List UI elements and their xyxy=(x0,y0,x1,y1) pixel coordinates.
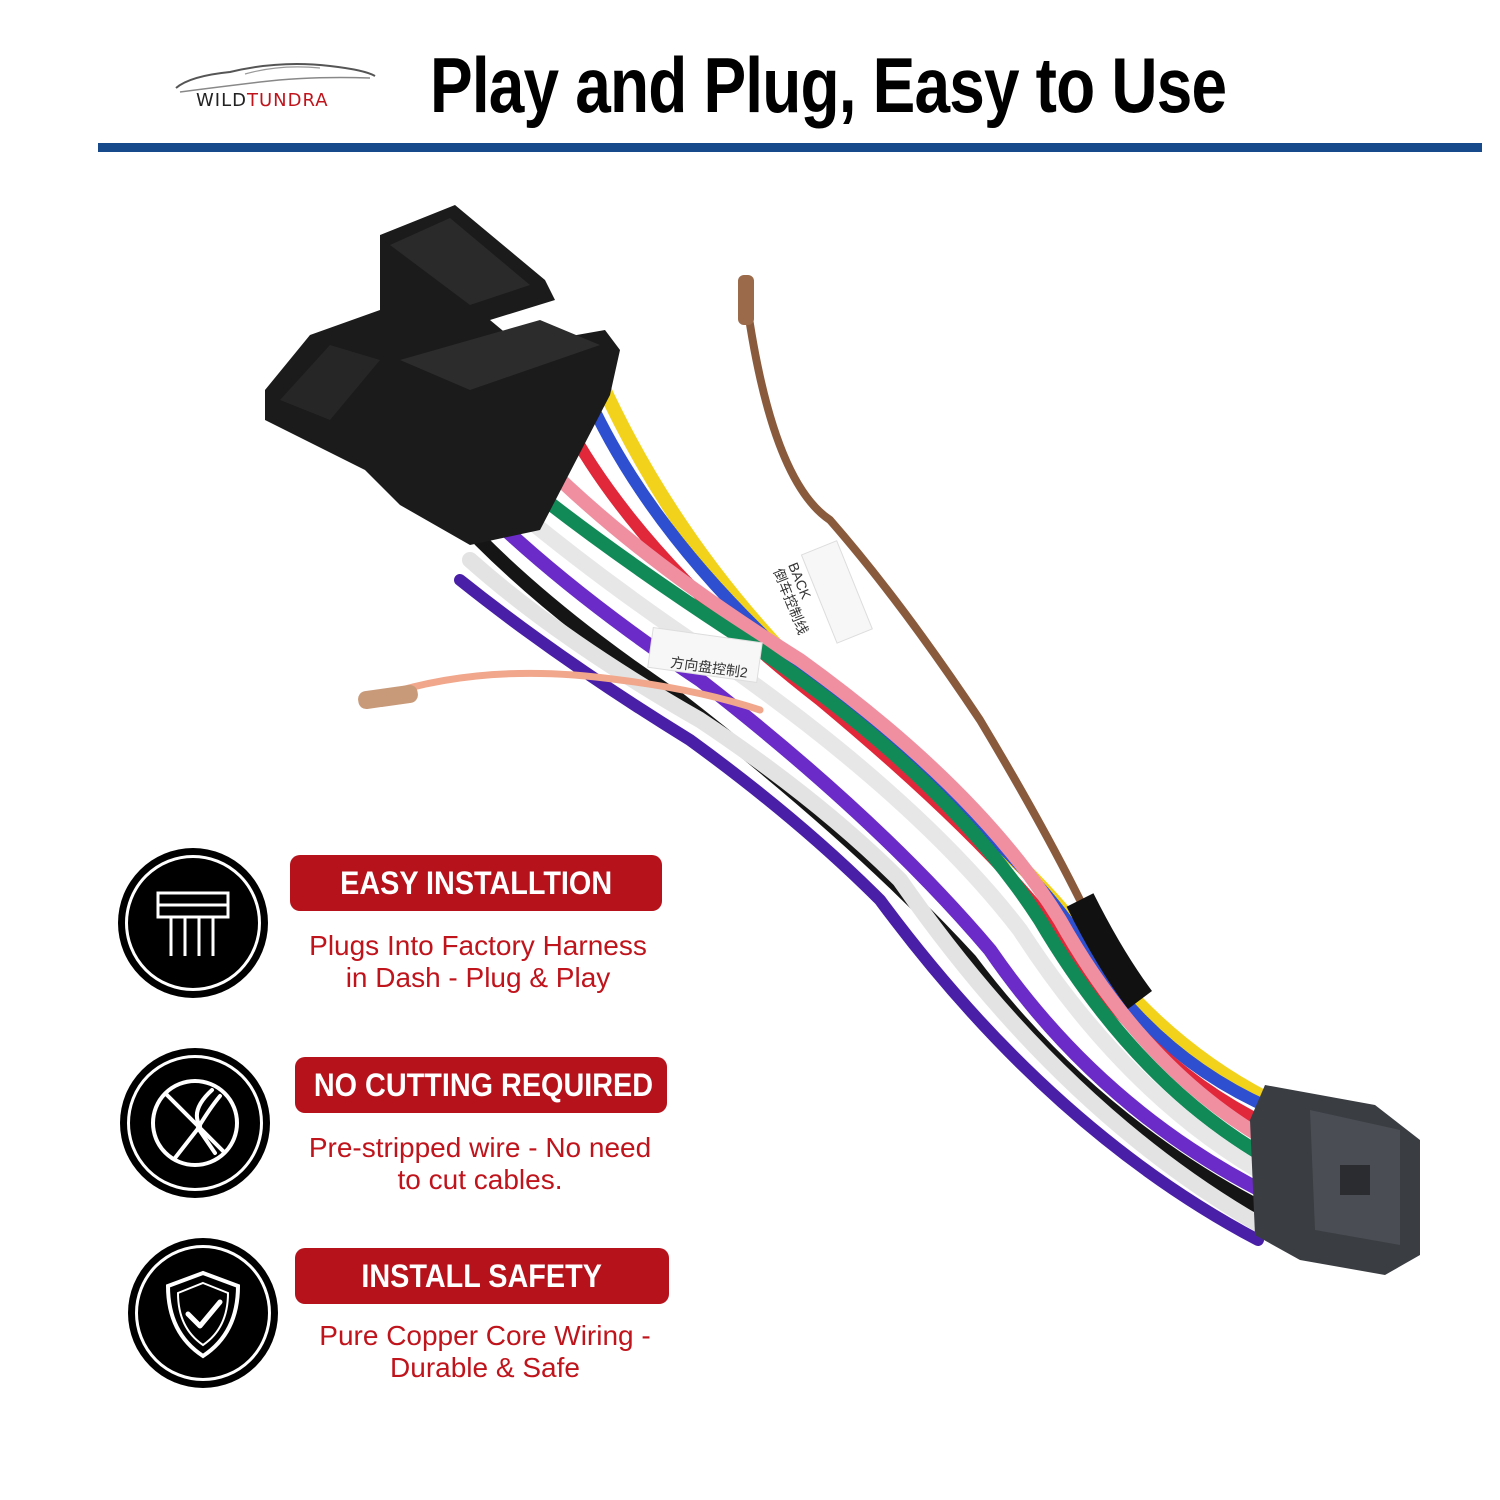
page-title: Play and Plug, Easy to Use xyxy=(430,41,1227,129)
connector-icon xyxy=(118,848,268,998)
feature-desc-line1: Plugs Into Factory Harness xyxy=(309,930,647,961)
feature-desc-line2: in Dash - Plug & Play xyxy=(345,962,611,993)
no-cutting-pliers-icon xyxy=(120,1048,270,1198)
feature-no-cutting xyxy=(120,1048,680,1208)
feature-desc-line1: Pure Copper Core Wiring - xyxy=(319,1320,651,1351)
brand-wordmark: WILDTUNDRA xyxy=(196,90,329,111)
feature-title-no-cutting: NO CUTTING REQUIRED xyxy=(295,1057,667,1113)
feature-desc-line2: Durable & Safe xyxy=(390,1352,580,1383)
feature-easy-installation xyxy=(118,848,678,1008)
feature-desc-line1: Pre-stripped wire - No need xyxy=(308,1132,652,1163)
wiring-harness-image xyxy=(265,205,1420,1275)
shield-check-icon xyxy=(128,1238,278,1388)
feature-desc-install-safety: Pure Copper Core Wiring - Durable & Safe xyxy=(285,1320,685,1384)
brand-logo: WILDTUNDRA xyxy=(170,58,415,118)
brand-part1: WILD xyxy=(196,90,247,111)
feature-desc-easy-installation: Plugs Into Factory Harness in Dash - Plu… xyxy=(278,930,678,994)
header-divider xyxy=(98,143,1482,152)
feature-desc-line2: to cut cables. xyxy=(397,1164,563,1195)
feature-install-safety xyxy=(128,1238,688,1398)
header: WILDTUNDRA Play and Plug, Easy to Use xyxy=(0,0,1500,160)
feature-desc-no-cutting: Pre-stripped wire - No need to cut cable… xyxy=(280,1132,680,1196)
feature-title-easy-installation: EASY INSTALLTION xyxy=(290,855,662,911)
brand-part2: TUNDRA xyxy=(247,90,329,111)
feature-title-install-safety: INSTALL SAFETY xyxy=(295,1248,669,1304)
car-silhouette-icon xyxy=(175,63,376,93)
